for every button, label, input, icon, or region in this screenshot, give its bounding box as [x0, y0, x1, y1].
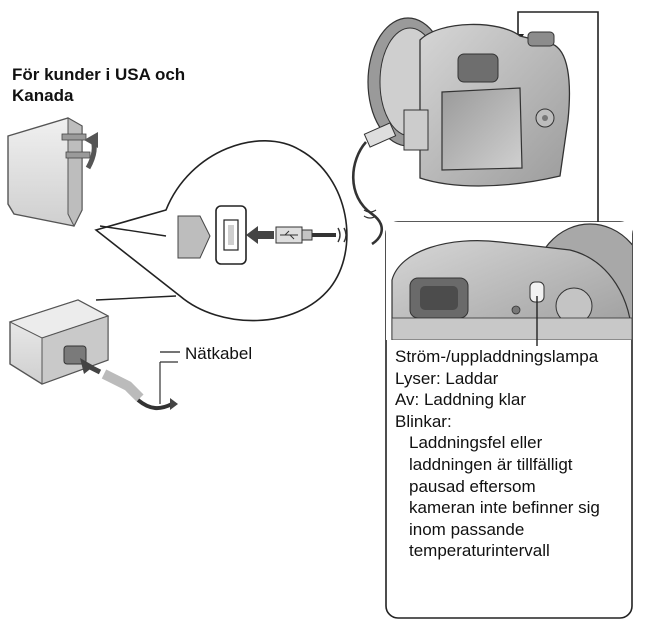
power-cord-label: Nätkabel	[185, 344, 253, 363]
usb-magnifier	[94, 140, 348, 322]
arrow-icon	[246, 226, 274, 244]
us-ac-adapter	[7, 117, 91, 228]
region-heading-line2: Kanada	[12, 86, 74, 105]
blink-line: temperaturintervall	[409, 541, 550, 561]
camera	[367, 17, 571, 187]
lamp-lit-text: Lyser: Laddar	[395, 368, 499, 388]
region-heading-line1: För kunder i USA och	[12, 65, 186, 84]
lamp-off-text: Av: Laddning klar	[395, 390, 527, 410]
usb-symbol-icon	[280, 230, 298, 240]
blink-line: laddningen är tillfälligt	[409, 454, 573, 474]
camera-usb-cable	[351, 122, 397, 246]
rotate-arrow-icon	[84, 132, 98, 170]
blink-line: pausad eftersom	[409, 476, 536, 496]
power-cord	[80, 358, 178, 411]
blink-line: inom passande	[409, 519, 525, 539]
lamp-title: Ström-/uppladdningslampa	[395, 347, 599, 366]
camera-zoom-view	[386, 222, 632, 340]
blink-line: kameran inte befinner sig	[409, 498, 600, 518]
region-heading: För kunder i USA och Kanada	[12, 64, 242, 106]
lamp-info-text: Ström-/uppladdningslampa Lyser: Laddar A…	[395, 346, 640, 562]
lamp-blinking-text: Blinkar:	[395, 411, 452, 431]
blink-line: Laddningsfel eller	[409, 433, 543, 453]
